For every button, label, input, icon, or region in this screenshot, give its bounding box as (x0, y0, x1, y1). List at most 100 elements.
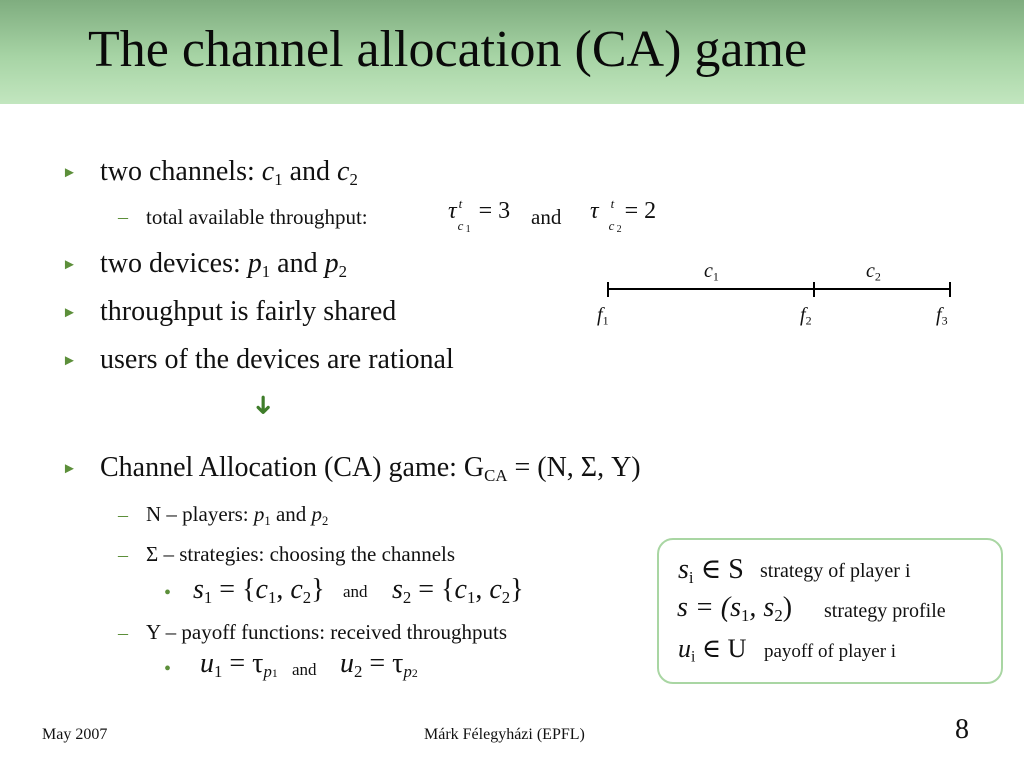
bullet-marker: ► (62, 353, 77, 369)
tau-subsub: 1 (465, 224, 471, 235)
op: ) (782, 592, 793, 623)
game-tuple: = (N, Σ, Y) (507, 452, 641, 483)
var: c (489, 574, 502, 605)
notation-box (657, 538, 1003, 684)
op: ∈ S (693, 554, 744, 585)
page-number: 8 (955, 714, 969, 745)
var-index: 2 (402, 588, 412, 608)
subbullet-marker: – (118, 622, 128, 644)
var-index: 1 (214, 662, 223, 682)
op: } (311, 574, 325, 605)
var-index: 2 (338, 262, 347, 282)
op: = { (411, 574, 455, 605)
var-index: 1 (264, 513, 271, 528)
op: = τ (222, 648, 264, 679)
op: } (510, 574, 524, 605)
subsub-marker: • (164, 582, 172, 604)
payoff-u2-formula: u2 = τp2 (340, 648, 418, 682)
var-index: 2 (805, 313, 812, 328)
var-index: 2 (874, 269, 881, 284)
slide-title: The channel allocation (CA) game (88, 21, 808, 78)
var: p (247, 248, 262, 279)
label-c1: c1 (704, 260, 719, 285)
notation-payoff-text: payoff of player i (764, 641, 897, 662)
var: s (392, 574, 403, 605)
tau-c2-formula: τ t c 2 = 2 (590, 196, 657, 235)
var: p (403, 662, 412, 682)
subbullet-marker: – (118, 544, 128, 566)
var-index: 1 (712, 269, 719, 284)
subbullet-players: N – players: p1 and p2 (146, 502, 328, 529)
subbullet-throughput: total available throughput: (146, 205, 368, 230)
var: s = (s (677, 592, 742, 623)
var-index: 1 (741, 606, 750, 626)
var-index: 2 (354, 662, 363, 682)
subbullet-text: N – players: (146, 502, 254, 526)
var: c (290, 574, 303, 605)
var: c (261, 156, 275, 187)
op: = τ (362, 648, 404, 679)
var: p (324, 248, 339, 279)
conj: and (270, 502, 312, 526)
op: , (475, 574, 490, 605)
bullet-ca-game: Channel Allocation (CA) game: GCA = (N, … (100, 452, 641, 486)
var-index: 2 (322, 513, 329, 528)
var: s (678, 554, 689, 585)
notation-profile-text: strategy profile (824, 600, 946, 622)
tau-sub: c (608, 218, 615, 233)
var-index: 1 (261, 262, 271, 282)
var-index: 2 (774, 606, 783, 626)
tau-sub: c (457, 218, 464, 233)
tau-sup: t (610, 196, 615, 211)
channel-line (607, 282, 951, 297)
var-index: 1 (602, 313, 609, 328)
var: s (193, 574, 204, 605)
var-index: 1 (274, 170, 283, 190)
bullet-text: two channels: (100, 156, 262, 187)
var: c (866, 260, 875, 282)
var: u (200, 648, 214, 679)
var: f (597, 304, 603, 326)
subbullet-marker: – (118, 206, 128, 228)
var-index: 2 (411, 667, 418, 681)
subbullet-payoffs: Y – payoff functions: received throughpu… (146, 620, 507, 644)
subbullet-marker: – (118, 504, 128, 526)
var-index: 2 (501, 588, 511, 608)
subbullet-strategies: Σ – strategies: choosing the channels (146, 542, 456, 566)
conj: and (282, 156, 338, 187)
var-index: 1 (203, 588, 213, 608)
bullet-marker: ► (62, 165, 77, 181)
tau-value: = 3 (478, 198, 511, 224)
tau-symbol: τ (448, 198, 457, 224)
notation-profile: s = (s1, s2) (677, 592, 792, 626)
var: f (936, 304, 942, 326)
conj: and (270, 248, 325, 279)
var: , s (749, 592, 775, 623)
payoff-u1-formula: u1 = τp1 (200, 648, 278, 682)
var: c (454, 574, 467, 605)
tau-value: = 2 (624, 198, 657, 224)
footer-date: May 2007 (42, 726, 108, 743)
label-f2: f2 (800, 304, 812, 329)
var: u (340, 648, 354, 679)
var-index: 2 (349, 170, 358, 190)
tau-subsub: 2 (616, 224, 622, 235)
tau-symbol: τ (590, 198, 599, 224)
conj-and: and (343, 582, 368, 601)
notation-strategy: si ∈ S (678, 552, 744, 588)
bullet-text: Channel Allocation (CA) game: G (100, 452, 485, 483)
var-index: 1 (466, 588, 476, 608)
bullet-devices: two devices: p1 and p2 (100, 248, 347, 282)
subbullet-text: total available throughput: (146, 205, 368, 229)
var: c (255, 574, 268, 605)
var: p (263, 662, 272, 682)
notation-strategy-text: strategy of player i (760, 560, 911, 582)
title-band (0, 0, 1024, 104)
game-subscript: CA (484, 466, 508, 486)
conj-and: and (531, 205, 562, 229)
var-index: i (688, 568, 694, 588)
label-f1: f1 (597, 304, 609, 329)
bullet-fair: throughput is fairly shared (100, 296, 397, 327)
var-index: 1 (271, 667, 278, 681)
var: p (253, 502, 265, 526)
